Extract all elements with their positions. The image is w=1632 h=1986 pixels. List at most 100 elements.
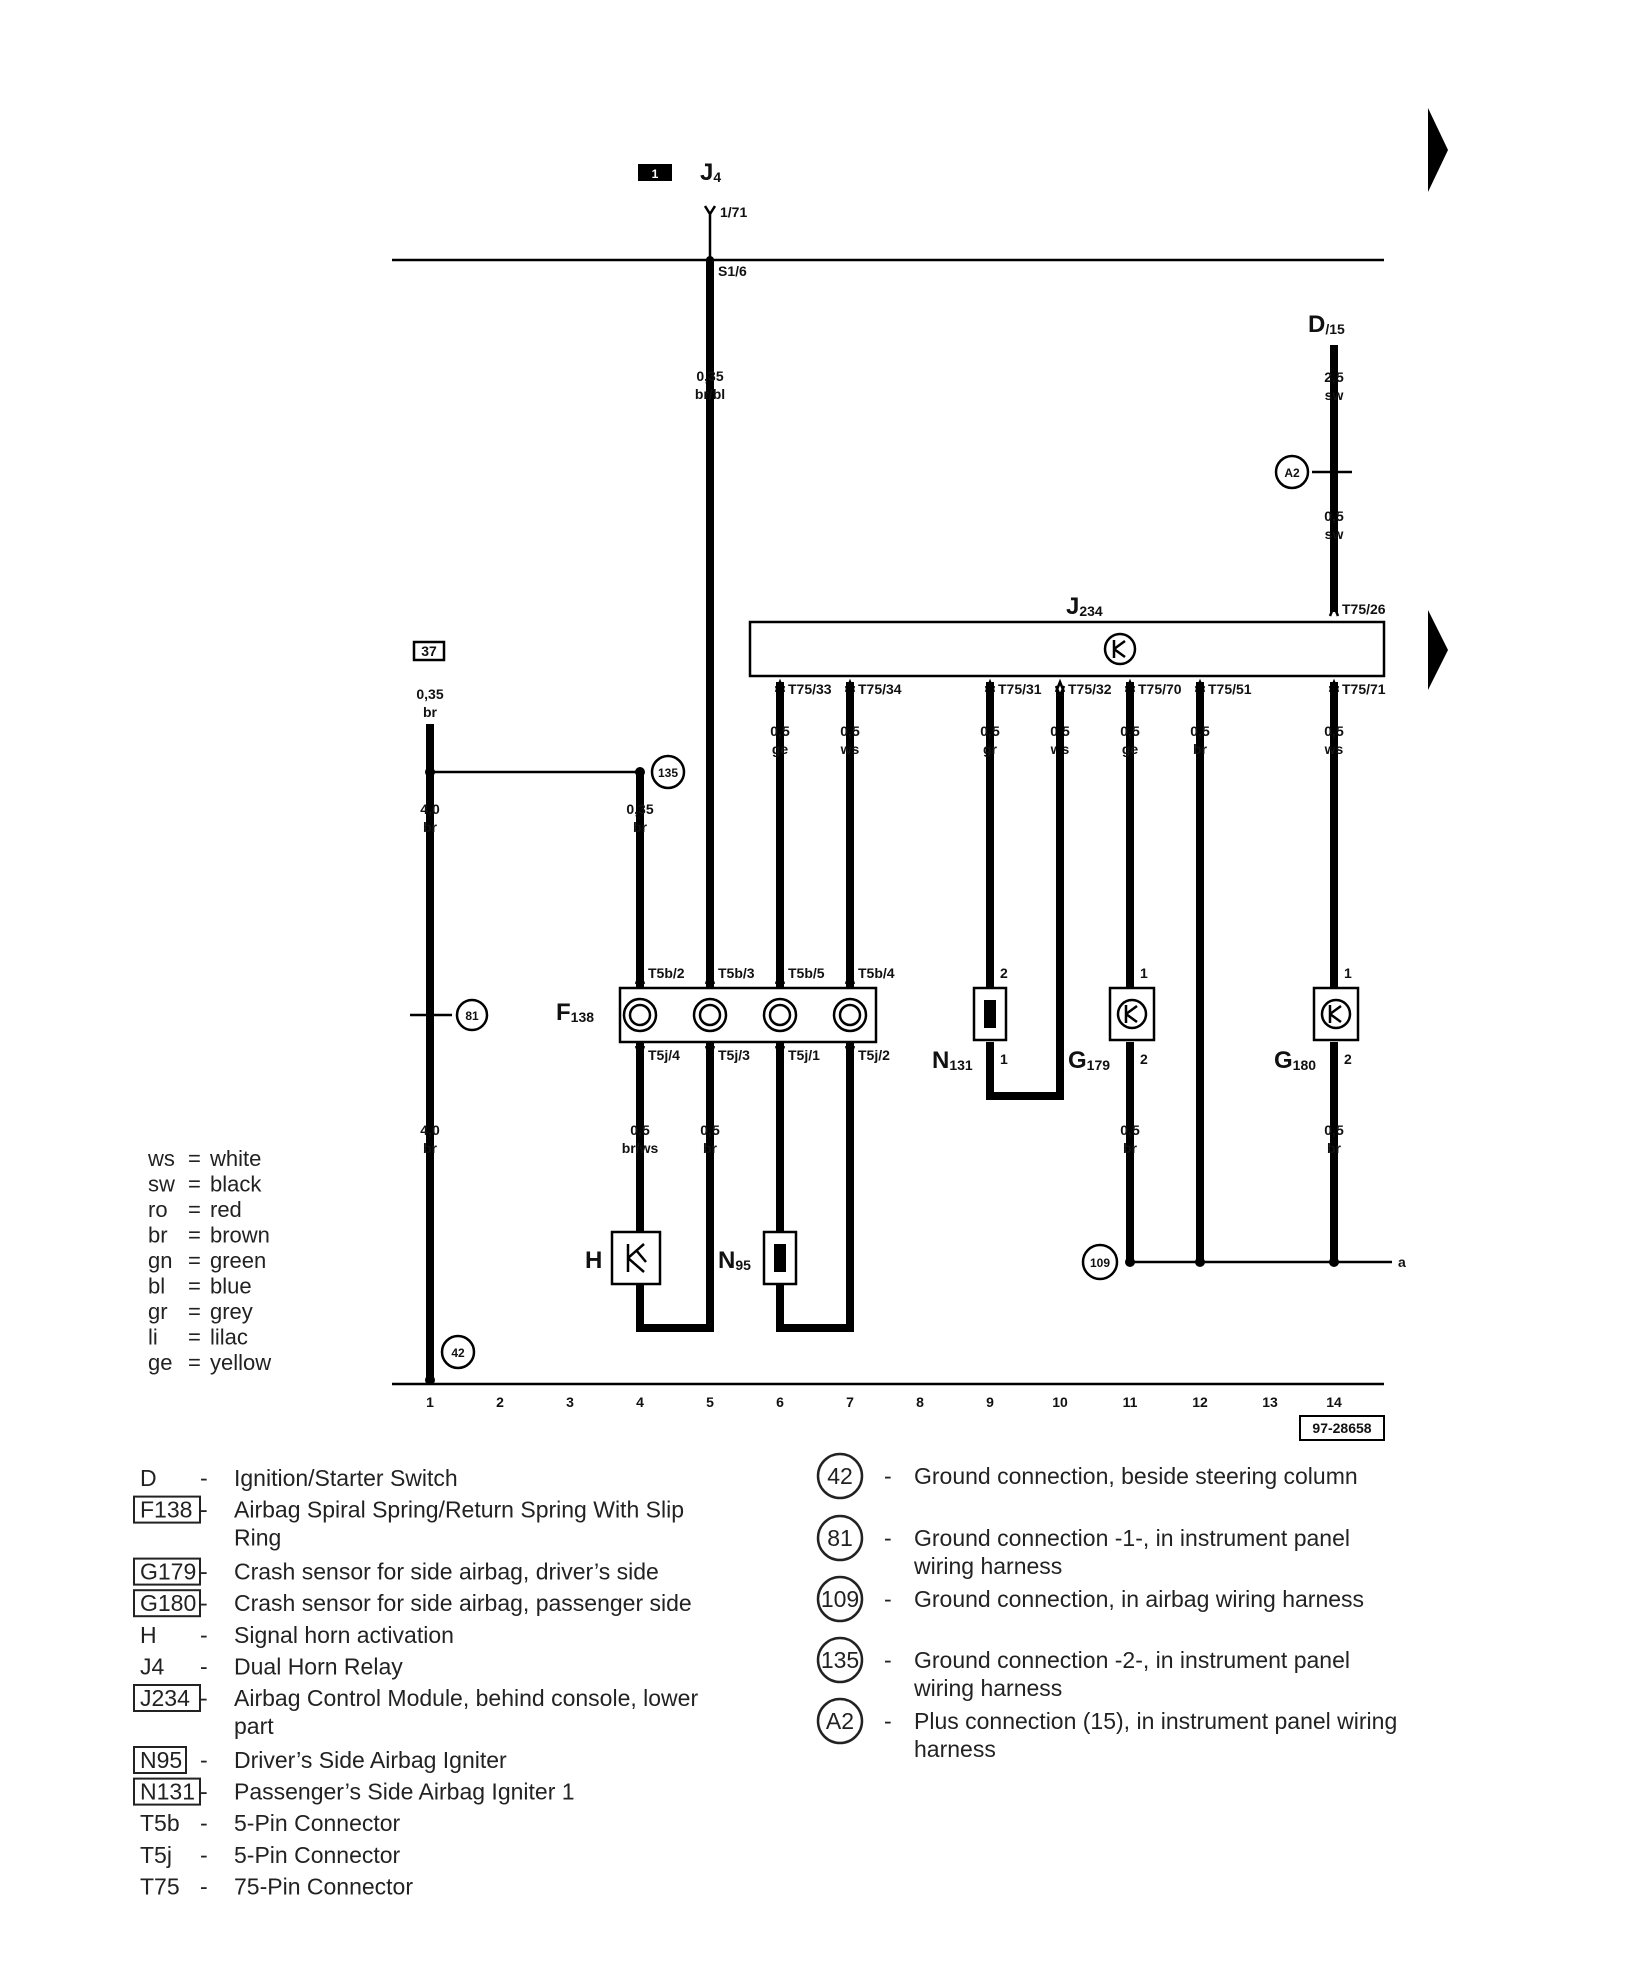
t5b-pin-label: T5b/3: [718, 965, 755, 981]
ground-key-description: Ground connection, beside steering colum…: [914, 1463, 1358, 1489]
wire-d15-size: 2,5: [1324, 369, 1344, 385]
wire-col4-size: 0,35: [626, 801, 653, 817]
wire-d15-color: sw: [1325, 387, 1344, 403]
j4-label: J4: [700, 159, 721, 186]
f138-spiral-spring[interactable]: [618, 986, 878, 1044]
fuse-37-box: [412, 640, 446, 662]
legend-eq: =: [188, 1325, 201, 1350]
key-dash: -: [200, 1590, 208, 1616]
ground-key-code: 109: [821, 1586, 859, 1612]
pin-arrow: [844, 678, 856, 700]
wire-size: 0,5: [1190, 723, 1210, 739]
spiral-ring-inner: [698, 1003, 722, 1027]
continue-a: a: [1398, 1254, 1406, 1270]
key-description: part: [234, 1713, 274, 1739]
key-code-box: [133, 1746, 187, 1774]
g180-sensor-icon: [1320, 998, 1352, 1030]
n131-pin2: 2: [1000, 965, 1008, 981]
legend-name: red: [210, 1197, 242, 1222]
figure-id-box: [1299, 1415, 1385, 1441]
splice-s16-label: S1/6: [718, 263, 747, 279]
key-code: H: [140, 1622, 157, 1648]
j234-pin-label: T75/70: [1138, 681, 1182, 697]
horn-h-component[interactable]: [610, 1230, 662, 1286]
wire-color: ge: [772, 741, 789, 757]
wire-col5-lower-size: 0,5: [700, 1122, 720, 1138]
wire-col5-lower-color: br: [703, 1140, 718, 1156]
column-number: 7: [846, 1394, 854, 1410]
key-description: Airbag Spiral Spring/Return Spring With …: [234, 1497, 684, 1523]
key-code: D: [140, 1465, 157, 1491]
key-dash: -: [200, 1873, 208, 1899]
column-number: 6: [776, 1394, 784, 1410]
pin-arrow: [704, 970, 716, 985]
ground-key-description: wiring harness: [913, 1553, 1062, 1579]
key-dash: -: [884, 1647, 892, 1673]
wire-col4-color: br: [633, 819, 648, 835]
spiral-ring-inner: [768, 1003, 792, 1027]
legend-name: yellow: [210, 1350, 271, 1375]
ground-key-description: Ground connection -1-, in instrument pan…: [914, 1525, 1350, 1551]
wire-j4-size: 0,35: [696, 368, 723, 384]
n95-label: N95: [718, 1247, 751, 1274]
next-page-arrow[interactable]: [1428, 108, 1448, 192]
legend-code: sw: [148, 1172, 175, 1197]
g179-crash-sensor[interactable]: [1108, 986, 1156, 1042]
legend-code: gn: [148, 1248, 172, 1273]
ground-109: 109: [1090, 1256, 1110, 1270]
t75-26-label: T75/26: [1342, 601, 1386, 617]
wire-loop-h: [636, 1324, 714, 1332]
j234-module: [748, 620, 1386, 678]
key-description: Driver’s Side Airbag Igniter: [234, 1747, 507, 1773]
key-code: N131: [140, 1779, 195, 1805]
wire-37-size: 0,35: [416, 686, 443, 702]
g180-crash-sensor[interactable]: [1312, 986, 1360, 1042]
key-code: G180: [140, 1590, 196, 1616]
legend-name: black: [210, 1172, 262, 1197]
g179-pin1: 1: [1140, 965, 1148, 981]
legend-code: ro: [148, 1197, 168, 1222]
wire-col1-color: br: [423, 819, 438, 835]
ground-key-code: A2: [826, 1708, 854, 1734]
key-dash: -: [200, 1497, 208, 1523]
horn-h-label: H: [585, 1247, 602, 1274]
key-code: T5j: [140, 1842, 172, 1868]
g179-sensor-icon: [1116, 998, 1148, 1030]
wire-j4-color: br/bl: [695, 386, 725, 402]
legend-name: grey: [210, 1299, 253, 1324]
spiral-ring: [832, 997, 868, 1033]
key-description: Ignition/Starter Switch: [234, 1465, 458, 1491]
splice-109-b: [1195, 1257, 1205, 1267]
wire-col1-size: 4,0: [420, 801, 440, 817]
ground-key-description: wiring harness: [913, 1675, 1062, 1701]
j234-electronic-icon: [1103, 632, 1137, 666]
g180-pin1: 1: [1344, 965, 1352, 981]
splice-col1: [425, 767, 435, 777]
ground-81: 81: [465, 1009, 479, 1023]
pin-arrow: [1124, 678, 1136, 700]
ground-key-description: Ground connection, in airbag wiring harn…: [914, 1586, 1364, 1612]
key-code-box: [133, 1684, 201, 1712]
next-page-arrow[interactable]: [1428, 610, 1448, 690]
wire-g180-size: 0,5: [1324, 1122, 1344, 1138]
t5j-pin-label: T5j/1: [788, 1047, 820, 1063]
legend-name: brown: [210, 1223, 270, 1248]
j234-pin-label: T75/71: [1342, 681, 1386, 697]
wire-color: br: [1193, 741, 1208, 757]
ground-42: 42: [451, 1346, 465, 1360]
spiral-ring: [622, 997, 658, 1033]
n131-igniter-icon: [984, 1000, 996, 1028]
pin-arrow: [774, 678, 786, 700]
legend-name: blue: [210, 1274, 252, 1299]
key-dash: -: [200, 1842, 208, 1868]
pin-arrow: [844, 970, 856, 985]
wire-size: 0,5: [1120, 723, 1140, 739]
key-dash: -: [200, 1465, 208, 1491]
key-code: T5b: [140, 1810, 180, 1836]
wire-col4-lower-color: br/ws: [622, 1140, 659, 1156]
column-number: 12: [1192, 1394, 1208, 1410]
legend-code: gr: [148, 1299, 168, 1324]
wire-size: 0,5: [980, 723, 1000, 739]
wire-col4-lower-size: 0,5: [630, 1122, 650, 1138]
